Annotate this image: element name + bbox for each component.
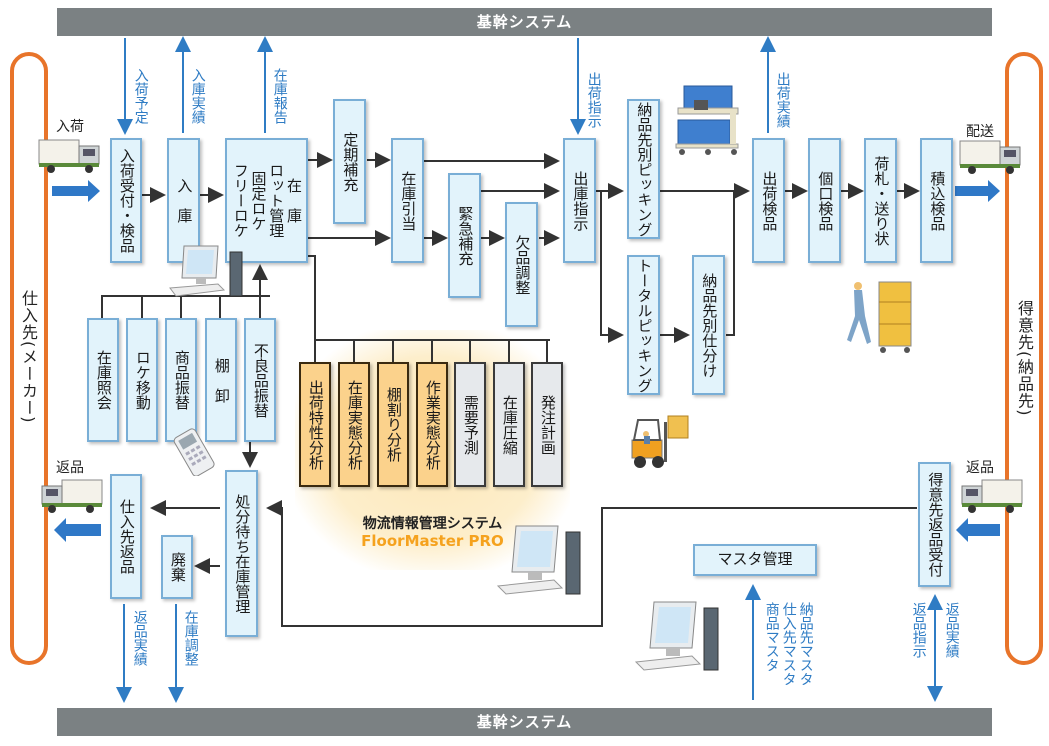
return-instruction-label: 返品指示 bbox=[910, 602, 927, 658]
receipt-results-label: 入庫実績 bbox=[189, 68, 206, 124]
arrival-schedule-label: 入荷予定 bbox=[132, 68, 149, 124]
core-system-label: 基幹システム bbox=[476, 713, 573, 731]
supplier-return-flow-arrow bbox=[54, 518, 101, 542]
picking-cart-icon bbox=[675, 85, 739, 155]
delivery-label: 配送 bbox=[966, 124, 994, 140]
inventory-report-label: 在庫報告 bbox=[271, 68, 288, 124]
master-management-box[interactable]: マスタ管理 bbox=[693, 544, 817, 576]
truck-icon bbox=[38, 139, 100, 173]
receiving-inspection-box[interactable]: 入荷受付・検品 bbox=[110, 138, 142, 263]
defective-transfer-box[interactable]: 不良品振替 bbox=[244, 318, 276, 442]
total-picking-box[interactable]: トータルピッキング bbox=[627, 255, 660, 395]
delivery-flow-arrow bbox=[955, 180, 1000, 202]
truck-icon bbox=[41, 479, 103, 513]
analytics-module[interactable]: 在庫圧縮 bbox=[493, 362, 525, 487]
periodic-replenish-box[interactable]: 定期補充 bbox=[333, 99, 366, 224]
stocktaking-box[interactable]: 棚 卸 bbox=[205, 318, 237, 442]
location-move-box[interactable]: ロケ移動 bbox=[126, 318, 158, 442]
analytics-product-name: FloorMaster PRO bbox=[361, 532, 504, 550]
truck-icon bbox=[961, 479, 1023, 513]
worker-cart-icon bbox=[847, 281, 912, 353]
core-system-bar-bottom: 基幹システム bbox=[57, 708, 992, 736]
picking-by-customer-box[interactable]: 納品先別ピッキング bbox=[627, 99, 660, 239]
return-results-label: 返品実績 bbox=[131, 610, 148, 666]
customer-return-flow-arrow bbox=[956, 518, 1000, 542]
product-master-label: 商品マスタ bbox=[763, 602, 780, 672]
analytics-module[interactable]: 棚割り分析 bbox=[377, 362, 409, 487]
analytics-module[interactable]: 発注計画 bbox=[531, 362, 563, 487]
unit-inspection-box[interactable]: 個口検品 bbox=[808, 138, 841, 263]
handheld-terminal-icon bbox=[173, 428, 215, 476]
arrow bbox=[600, 191, 624, 343]
inventory-management-box[interactable]: 在 庫 ロット管理 固定ロケ フリーロケ bbox=[225, 138, 308, 263]
picking-instruction-box[interactable]: 出庫指示 bbox=[563, 138, 596, 263]
shortage-adjust-box[interactable]: 欠品調整 bbox=[505, 202, 538, 327]
warehousing-box[interactable]: 入 庫 bbox=[167, 138, 200, 263]
pending-disposal-box[interactable]: 処分待ち在庫管理 bbox=[225, 470, 258, 637]
inventory-adjustment-label: 在庫調整 bbox=[182, 610, 199, 666]
computer-icon bbox=[634, 601, 719, 671]
supplier-master-label: 仕入先マスタ bbox=[780, 602, 797, 686]
product-transfer-box[interactable]: 商品振替 bbox=[165, 318, 197, 442]
analytics-module[interactable]: 作業実態分析 bbox=[416, 362, 448, 487]
customer-master-label: 納品先マスタ bbox=[797, 602, 814, 686]
discard-box[interactable]: 廃棄 bbox=[161, 535, 193, 599]
inbound-flow-arrow bbox=[52, 180, 100, 202]
inbound-label: 入荷 bbox=[56, 119, 84, 135]
arrow bbox=[726, 191, 735, 336]
return-right-label: 返品 bbox=[966, 460, 994, 476]
shipping-inspection-box[interactable]: 出荷検品 bbox=[752, 138, 785, 263]
truck-icon bbox=[959, 140, 1021, 174]
analytics-module[interactable]: 出荷特性分析 bbox=[299, 362, 331, 487]
allocation-box[interactable]: 在庫引当 bbox=[391, 138, 424, 263]
urgent-replenish-box[interactable]: 緊急補充 bbox=[448, 173, 481, 298]
supplier-label: 仕入先(メーカー) bbox=[19, 290, 38, 424]
shipping-instruction-label: 出荷指示 bbox=[585, 72, 602, 128]
computer-icon bbox=[496, 525, 581, 595]
customer-label: 得意先(納品先) bbox=[1015, 300, 1034, 417]
sort-by-customer-box[interactable]: 納品先別仕分け bbox=[692, 255, 725, 395]
analytics-module[interactable]: 在庫実態分析 bbox=[338, 362, 370, 487]
return-results-right-label: 返品実績 bbox=[943, 602, 960, 658]
arrow bbox=[266, 500, 917, 627]
inventory-inquiry-box[interactable]: 在庫照会 bbox=[87, 318, 119, 442]
shipping-results-label: 出荷実績 bbox=[774, 72, 791, 128]
customer-return-box[interactable]: 得意先返品受付 bbox=[918, 462, 951, 587]
supplier-return-box[interactable]: 仕入先返品 bbox=[110, 474, 142, 599]
analytics-system-title: 物流情報管理システム bbox=[362, 516, 503, 532]
labels-slips-box[interactable]: 荷札・送り状 bbox=[864, 138, 897, 263]
computer-icon bbox=[169, 245, 243, 297]
connector bbox=[101, 295, 270, 318]
core-system-bar-top: 基幹システム bbox=[57, 8, 992, 36]
core-system-label: 基幹システム bbox=[476, 13, 573, 31]
loading-inspection-box[interactable]: 積込検品 bbox=[920, 138, 953, 263]
return-left-label: 返品 bbox=[56, 460, 84, 476]
analytics-module[interactable]: 需要予測 bbox=[454, 362, 486, 487]
forklift-icon bbox=[631, 415, 689, 468]
